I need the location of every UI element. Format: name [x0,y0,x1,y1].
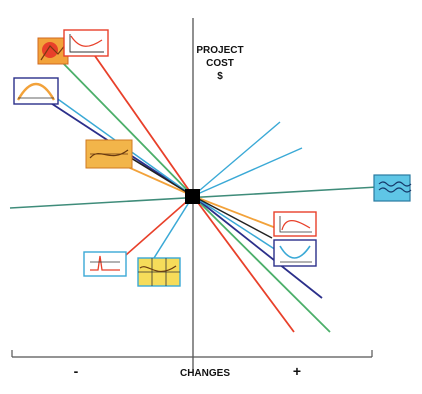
radial-line-green-lower [192,195,331,333]
project-cost-label: PROJECT COST $ [192,44,248,83]
radial-line-orange-lower [192,195,277,229]
project-cost-line3: $ [217,71,223,82]
radial-line-green-upper [57,57,194,197]
radial-line-cyan-lower-right [192,195,277,251]
radial-line-red-upper [87,45,194,197]
thumbnail-valley-chart-icon [273,239,317,267]
thumbnail-yellow-grid-chart-icon [137,257,181,287]
radial-line-red-lower-left [117,195,194,263]
thumbnail-water-icon [373,174,412,202]
center-node [185,189,200,204]
radial-line-navy-lower [192,195,323,299]
minus-label: - [73,363,79,379]
changes-bracket [11,350,373,358]
thumbnail-spike-chart-icon [83,251,127,277]
radial-line-red-lower [192,195,295,333]
thumbnail-arc-chart-icon [13,77,59,105]
thumbnail-red-line-chart-icon [63,29,109,57]
horizontal-axis [9,185,396,209]
radial-line-black-lower [192,195,273,239]
project-cost-line2: COST [206,58,234,69]
radial-line-cyan-lower-left [153,195,194,259]
thumbnail-curve-chart-icon [273,211,317,237]
radial-line-cyan-upper-right-1 [192,121,281,197]
thumbnail-orange-wave-chart-icon [85,139,133,169]
radial-line-cyan-upper-right-2 [192,147,303,197]
plus-label: + [292,363,302,379]
project-cost-line1: PROJECT [196,45,244,56]
changes-label: CHANGES [179,368,230,379]
